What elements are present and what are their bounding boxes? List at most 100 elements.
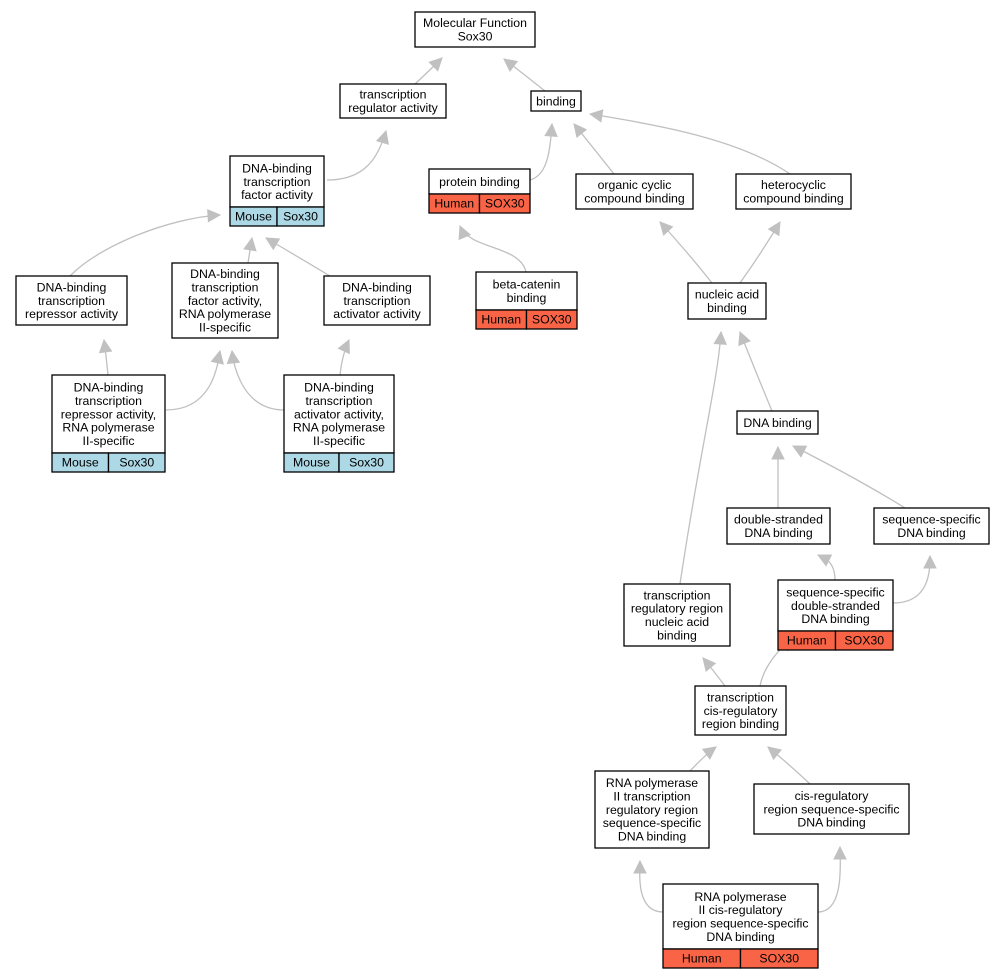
node-box: [736, 410, 819, 435]
edge-line: [589, 113, 791, 175]
annotation-row: Human SOX30: [777, 630, 894, 651]
node-box: [323, 275, 431, 326]
edge-protein_binding-to-binding: [529, 122, 558, 181]
arrowhead-icon: [923, 554, 937, 569]
arrowhead-icon: [428, 57, 443, 72]
node-box: [428, 168, 531, 195]
arrowhead-icon: [738, 330, 751, 347]
human-gene-cell: [478, 193, 531, 214]
edge-beta_catenin_binding-to-protein_binding: [458, 224, 527, 273]
node-box: [283, 374, 395, 454]
edge-line: [892, 555, 931, 604]
go-term-node-dna-binding[interactable]: DNA binding: [736, 410, 819, 435]
edge-transcription_regulator_activity-to-root: [414, 57, 443, 85]
arrowhead-icon: [817, 554, 833, 567]
arrowhead-icon: [767, 746, 782, 761]
arrowhead-icon: [573, 123, 588, 139]
arrowhead-icon: [767, 221, 781, 237]
edge-dna_binding_tf_activity_rnap2-to-dna_binding_tf_activity: [243, 236, 257, 264]
arrowhead-icon: [544, 122, 558, 137]
node-box: [623, 583, 731, 647]
node-box: [15, 275, 128, 326]
arrowhead-icon: [337, 338, 350, 355]
gene-label: Sox30: [283, 210, 318, 224]
human-gene-cell: [525, 309, 578, 330]
human-gene-cell: [739, 948, 819, 969]
edge-transcription_cis_regulatory_region_binding-to-transcription_regulatory_region_nucleic_acid_binding: [702, 657, 726, 687]
edge-dna_binding_tr_repressor_activity_rnap2-to-dna_binding_tf_activity_rnap2: [165, 349, 224, 411]
node-box: [726, 507, 831, 545]
gene-label: Sox30: [119, 456, 154, 470]
edge-binding-to-root: [503, 58, 546, 92]
edge-dna_binding_tr_activator_activity-to-dna_binding_tf_activity: [265, 237, 331, 277]
edge-line: [231, 350, 285, 411]
gene-label: SOX30: [844, 634, 884, 648]
edge-dna_binding_tr_repressor_activity-to-dna_binding_tf_activity: [69, 208, 222, 277]
arrowhead-icon: [633, 859, 647, 874]
mouse-gene-cell: [107, 452, 166, 473]
arrowhead-icon: [98, 338, 113, 354]
edge-heterocyclic_compound_binding-to-binding: [588, 109, 791, 175]
node-label: binding: [536, 94, 576, 108]
edge-double_stranded_dna_binding-to-dna_binding: [771, 445, 785, 508]
edges-layer: [69, 57, 937, 913]
gene-label: SOX30: [532, 313, 572, 327]
edge-dna_binding_tr_activator_activity_rnap2-to-dna_binding_tr_activator_activity: [337, 338, 350, 376]
node-box: [662, 883, 819, 950]
gene-label: SOX30: [485, 197, 525, 211]
arrowhead-icon: [771, 445, 785, 460]
edge-rnap2_cis_regulatory_region_ssdna_binding-to-cis_regulatory_region_ssdna_binding: [817, 845, 847, 913]
arrowhead-icon: [226, 349, 241, 365]
species-label: Mouse: [293, 456, 330, 470]
go-term-node-binding[interactable]: binding: [530, 90, 582, 112]
edge-line: [69, 214, 221, 277]
arrowhead-icon: [713, 330, 728, 345]
node-box: [575, 173, 694, 210]
edge-cis_regulatory_region_ssdna_binding-to-transcription_cis_regulatory_region_binding: [767, 746, 811, 785]
arrowhead-icon: [243, 236, 257, 252]
node-box: [753, 783, 910, 835]
edge-dna_binding-to-nucleic_acid_binding: [738, 330, 773, 412]
edge-line: [792, 445, 906, 509]
node-box: [687, 282, 767, 320]
edge-line: [165, 350, 221, 411]
arrowhead-icon: [702, 657, 717, 672]
species-label: Human: [787, 634, 827, 648]
edge-sequence_specific_dna_binding-to-dna_binding: [792, 445, 906, 509]
